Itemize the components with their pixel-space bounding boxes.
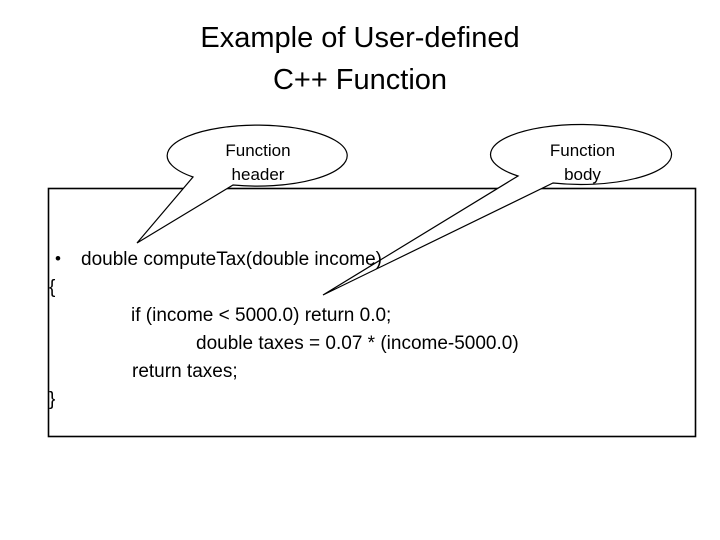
function-body-callout-label: Function body <box>492 139 673 187</box>
function-header-label-line2: header <box>231 165 285 184</box>
slide-title-line1: Example of User-defined <box>200 22 520 54</box>
function-header-callout-label: Function header <box>168 139 348 187</box>
function-header-label-line1: Function <box>225 141 291 160</box>
function-header-callout-shape <box>136 124 348 244</box>
code-line-function-signature: double computeTax(double income) <box>81 249 383 270</box>
function-body-label-line2: body <box>564 165 601 184</box>
code-box-border <box>47 187 697 438</box>
function-body-callout-shape <box>322 123 673 296</box>
code-line-taxes-assignment: double taxes = 0.07 * (income-5000.0) <box>196 333 519 354</box>
slide-title-line2: C++ Function <box>272 64 448 96</box>
bullet-icon: • <box>55 249 61 268</box>
code-line-close-brace: } <box>49 389 56 410</box>
code-line-return-statement: return taxes; <box>132 361 238 382</box>
code-line-open-brace: { <box>49 277 56 298</box>
code-line-if-statement: if (income < 5000.0) return 0.0; <box>131 305 392 326</box>
function-body-label-line1: Function <box>549 141 616 160</box>
slide-title: Example of User-defined C++ Function <box>0 17 720 101</box>
